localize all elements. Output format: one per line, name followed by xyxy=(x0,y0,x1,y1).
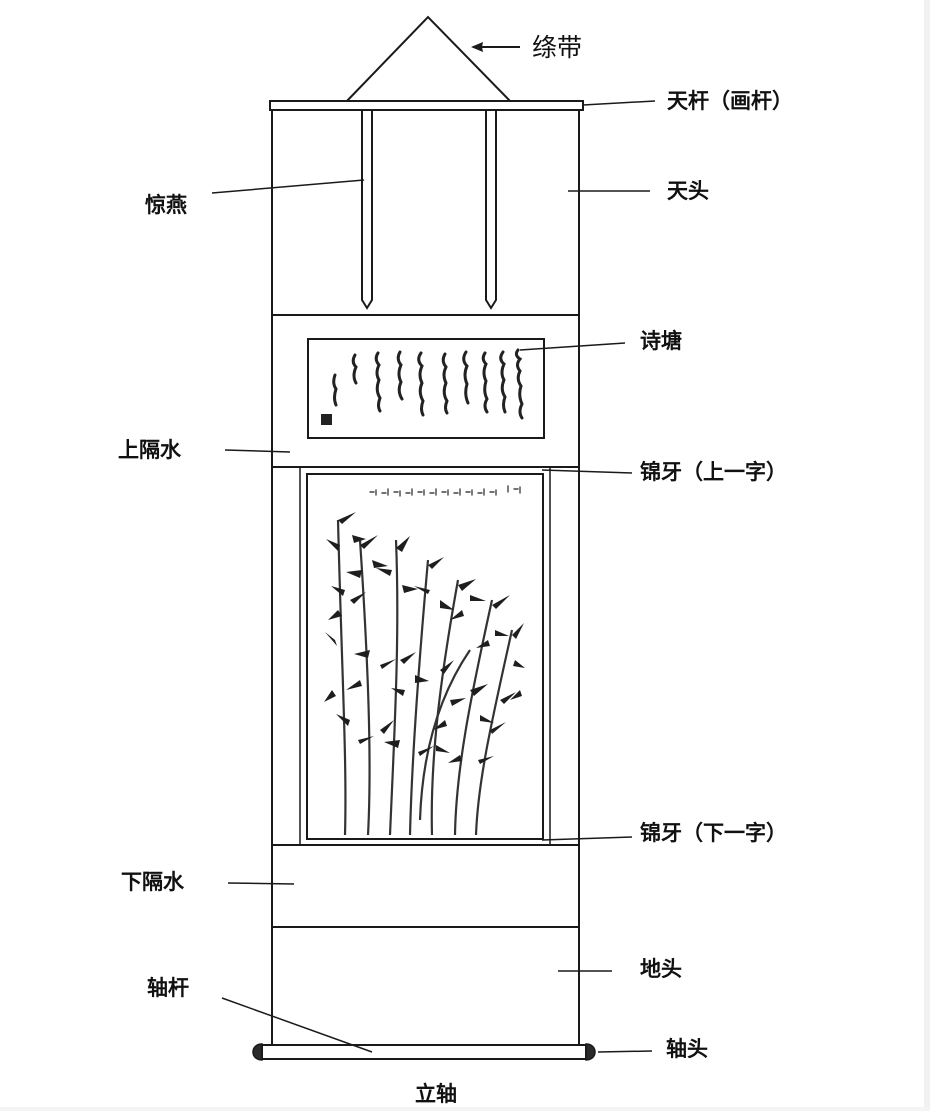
painting-inscription xyxy=(369,485,521,497)
label-jingyan: 惊燕 xyxy=(145,193,187,217)
shitang-pointer xyxy=(519,342,626,351)
top-rod-pointer xyxy=(582,100,656,106)
jingyan-strips xyxy=(361,109,497,310)
label-ditou: 地头 xyxy=(640,957,682,981)
jingyan-pointer xyxy=(211,179,365,194)
label-upper-divider: 上隔水 xyxy=(118,438,181,462)
label-tiantou: 天头 xyxy=(667,179,709,203)
poem-seal xyxy=(321,414,332,425)
poem-panel xyxy=(307,338,545,439)
label-roller-knob: 轴头 xyxy=(666,1037,708,1061)
painting-panel xyxy=(306,473,544,840)
lower-divider-pointer xyxy=(227,882,295,885)
label-roller-rod: 轴杆 xyxy=(147,976,189,1000)
roller-knob-right xyxy=(585,1043,596,1061)
label-ribbon: 绦带 xyxy=(532,33,583,62)
poem-calligraphy xyxy=(332,348,524,420)
label-lower-border: 锦牙（下一字） xyxy=(640,821,787,845)
roller-rod xyxy=(261,1044,587,1060)
roller-rod-pointer xyxy=(221,997,373,1053)
label-upper-border: 锦牙（上一字） xyxy=(640,460,787,484)
ribbon-arrowhead xyxy=(471,42,483,52)
top-rod xyxy=(269,100,584,111)
roller-knob-pointer xyxy=(597,1050,653,1053)
upper-divider-pointer xyxy=(224,449,291,453)
lower-border-pointer xyxy=(541,836,633,841)
roller-knob-left xyxy=(252,1043,263,1061)
label-shitang: 诗塘 xyxy=(640,329,682,353)
label-top-rod: 天杆（画杆） xyxy=(667,89,793,113)
hanging-cord xyxy=(344,15,513,104)
page-edge-bottom xyxy=(0,1107,930,1111)
bamboo-painting xyxy=(324,512,525,836)
upper-border-pointer xyxy=(541,469,633,474)
diagram-title: 立轴 xyxy=(415,1082,457,1106)
page-edge-right xyxy=(924,0,930,1111)
label-lower-divider: 下隔水 xyxy=(121,870,184,894)
